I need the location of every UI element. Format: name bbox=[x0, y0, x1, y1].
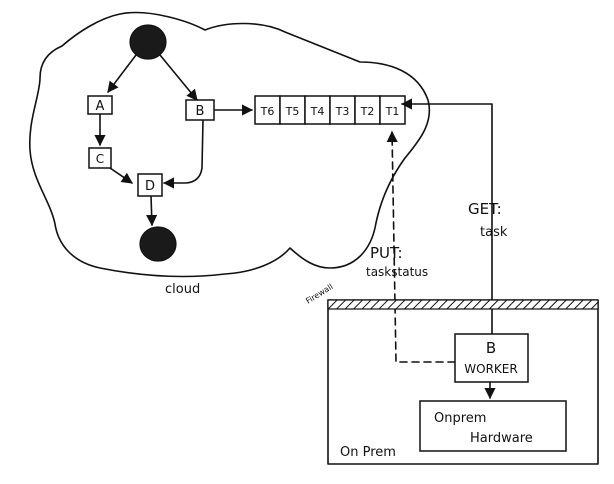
worker-box: B WORKER bbox=[454, 333, 529, 383]
cloud-outline bbox=[29, 11, 431, 278]
queue-cell: T6 bbox=[254, 95, 281, 125]
put-label: PUT: bbox=[370, 244, 403, 262]
node-b: B bbox=[185, 99, 215, 121]
get-label: GET: bbox=[468, 200, 502, 218]
queue-cell-label: T2 bbox=[360, 105, 375, 118]
end-node bbox=[139, 226, 177, 262]
node-d-label: D bbox=[145, 179, 155, 194]
queue-cell: T4 bbox=[304, 95, 331, 125]
queue-cell-label: T4 bbox=[310, 105, 325, 118]
queue-cell-label: T3 bbox=[335, 105, 350, 118]
edge-b-d bbox=[162, 119, 204, 189]
get-task-line bbox=[400, 98, 493, 335]
queue-cell: T2 bbox=[354, 95, 381, 125]
worker-label: WORKER bbox=[464, 362, 517, 376]
worker-name: B bbox=[486, 339, 496, 357]
start-node bbox=[129, 24, 167, 60]
node-a: A bbox=[87, 95, 113, 115]
firewall-bar bbox=[327, 299, 599, 310]
queue-cell-label: T1 bbox=[385, 105, 400, 118]
node-c: C bbox=[88, 147, 112, 169]
node-c-label: C bbox=[96, 152, 104, 166]
task-queue: T6 T5 T4 T3 T2 T1 bbox=[254, 95, 406, 125]
edge-start-b bbox=[159, 54, 198, 101]
edge-d-end bbox=[146, 195, 158, 227]
get-sublabel: task bbox=[480, 225, 508, 240]
queue-cell-label: T5 bbox=[285, 105, 300, 118]
cloud-label: cloud bbox=[165, 282, 200, 297]
edge-start-a bbox=[107, 54, 137, 93]
node-b-label: B bbox=[196, 104, 205, 119]
node-d: D bbox=[137, 173, 163, 197]
onprem-label: On Prem bbox=[340, 445, 396, 460]
queue-cell-label: T6 bbox=[260, 105, 275, 118]
put-sublabel: taskstatus bbox=[366, 265, 428, 279]
node-a-label: A bbox=[96, 99, 105, 114]
queue-cell: T3 bbox=[329, 95, 356, 125]
hardware-line1: Onprem bbox=[434, 411, 486, 426]
hardware-box: Onprem Hardware bbox=[419, 400, 567, 452]
queue-cell: T1 bbox=[379, 95, 406, 125]
hardware-line2: Hardware bbox=[470, 431, 533, 446]
put-status-line bbox=[386, 130, 456, 363]
queue-cell: T5 bbox=[279, 95, 306, 125]
edge-c-d bbox=[109, 167, 133, 184]
